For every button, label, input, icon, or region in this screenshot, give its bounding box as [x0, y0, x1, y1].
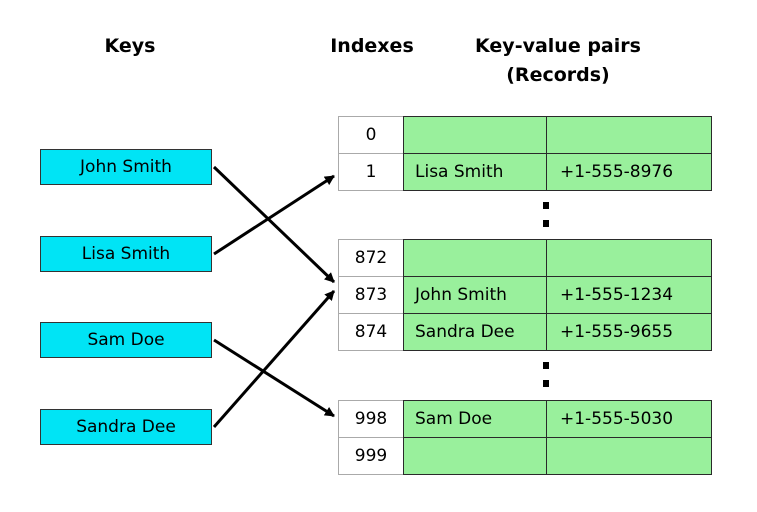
index-cell: 0	[338, 116, 404, 154]
arrow-sandra-dee	[212, 290, 336, 428]
index-cell: 874	[338, 313, 404, 351]
record-phone-cell: +1-555-9655	[546, 313, 712, 351]
key-john-smith: John Smith	[40, 149, 212, 185]
record-name-cell	[403, 437, 547, 475]
record-phone-cell: +1-555-8976	[546, 153, 712, 191]
records-header-line2: (Records)	[506, 64, 610, 86]
arrow-lisa-smith	[213, 174, 335, 256]
arrow-john-smith	[212, 165, 336, 284]
ellipsis-dot	[543, 220, 549, 227]
key-sandra-dee: Sandra Dee	[40, 409, 212, 445]
record-phone-cell: +1-555-5030	[546, 400, 712, 438]
key-lisa-smith: Lisa Smith	[40, 236, 212, 272]
keys-header: Keys	[104, 35, 156, 57]
arrow-sam-doe	[213, 338, 335, 418]
ellipsis-dot	[543, 380, 549, 387]
record-name-cell: John Smith	[403, 276, 547, 314]
record-phone-cell	[546, 239, 712, 277]
indexes-header: Indexes	[330, 35, 414, 57]
record-name-cell: Lisa Smith	[403, 153, 547, 191]
record-phone-cell	[546, 437, 712, 475]
record-name-cell: Sandra Dee	[403, 313, 547, 351]
index-cell: 873	[338, 276, 404, 314]
index-cell: 999	[338, 437, 404, 475]
records-header-line1: Key-value pairs	[475, 35, 641, 57]
index-cell: 998	[338, 400, 404, 438]
ellipsis-dot	[543, 362, 549, 369]
key-sam-doe: Sam Doe	[40, 322, 212, 358]
ellipsis-dot	[543, 202, 549, 209]
